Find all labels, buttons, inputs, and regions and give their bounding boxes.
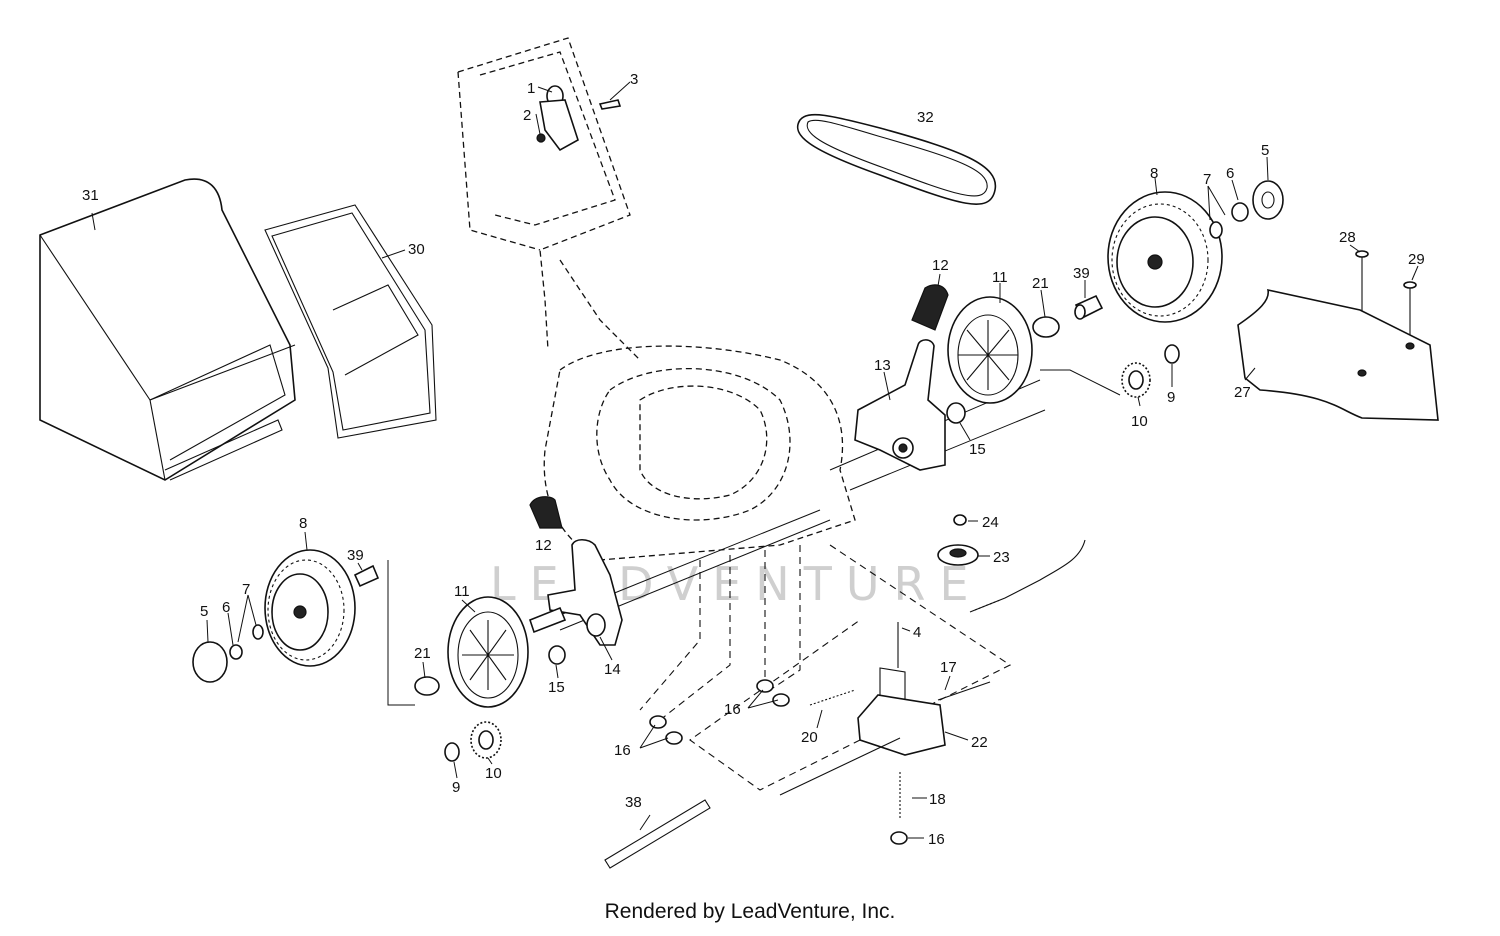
callout-9-left: 9	[452, 779, 460, 796]
transmission	[779, 667, 991, 796]
callout-13: 13	[874, 357, 891, 374]
drive-gear-wheel-right	[947, 296, 1033, 404]
control-cable	[969, 539, 1086, 613]
callout-labels: 1 2 3 32 31 30 8 7 6 5 12 11 21 39 28 29…	[82, 71, 1425, 848]
bag-frame	[264, 204, 437, 439]
wheel-hardware-left	[192, 564, 380, 683]
callout-23: 23	[993, 549, 1010, 566]
callout-7-right: 7	[1203, 171, 1211, 188]
drive-belt	[796, 113, 997, 205]
callout-29: 29	[1408, 251, 1425, 268]
height-adjuster-right	[854, 339, 946, 471]
height-adjuster-left	[529, 538, 623, 646]
grass-bag	[39, 178, 296, 481]
callout-8-right: 8	[1150, 165, 1158, 182]
callout-4: 4	[913, 624, 921, 641]
callout-24: 24	[982, 514, 999, 531]
washer-21-left	[414, 676, 440, 696]
pinion-gear-right	[1121, 362, 1151, 398]
callout-12-left: 12	[535, 537, 552, 554]
callout-30: 30	[408, 241, 425, 258]
callout-39-left: 39	[347, 547, 364, 564]
callout-10-left: 10	[485, 765, 502, 782]
callout-38: 38	[625, 794, 642, 811]
callout-15-left: 15	[548, 679, 565, 696]
callout-8-left: 8	[299, 515, 307, 532]
nut-15-left	[548, 645, 566, 665]
callout-20: 20	[801, 729, 818, 746]
callout-31: 31	[82, 187, 99, 204]
callout-39-right: 39	[1073, 265, 1090, 282]
rear-wheel-left	[264, 549, 356, 667]
nuts-16	[649, 679, 908, 845]
callout-6-left: 6	[222, 599, 230, 616]
callout-21-right: 21	[1032, 275, 1049, 292]
callout-16-lower: 16	[928, 831, 945, 848]
cap-12-right	[911, 284, 949, 331]
callout-22: 22	[971, 734, 988, 751]
bushing-39-right	[1074, 294, 1104, 320]
callout-16-mid: 16	[724, 701, 741, 718]
nut-15-right	[946, 402, 966, 424]
callout-14: 14	[604, 661, 621, 678]
callout-5-left: 5	[200, 603, 208, 620]
callout-10-right: 10	[1131, 413, 1148, 430]
washer-21-right	[1032, 316, 1060, 338]
callout-11-right: 11	[992, 269, 1008, 286]
pinion-gear-left	[470, 721, 502, 759]
nut-24	[953, 514, 967, 526]
pulley-23	[937, 544, 979, 566]
callout-16-left: 16	[614, 742, 631, 759]
footer-credit: Rendered by LeadVenture, Inc.	[604, 900, 896, 923]
axle-rod-38	[604, 799, 711, 869]
handle-bracket	[536, 85, 622, 152]
callout-leaders	[91, 81, 1419, 839]
spring-20	[809, 689, 856, 706]
callout-5-right: 5	[1261, 142, 1269, 159]
callout-2: 2	[523, 107, 531, 124]
callout-9-right: 9	[1167, 389, 1175, 406]
callout-17: 17	[940, 659, 957, 676]
wheel-hardware-right	[1209, 180, 1284, 239]
clip-9-right	[1164, 344, 1180, 364]
callout-28: 28	[1339, 229, 1356, 246]
callout-7-left: 7	[242, 581, 250, 598]
callout-11-left: 11	[454, 583, 470, 600]
callout-12-right: 12	[932, 257, 949, 274]
callout-27: 27	[1234, 384, 1251, 401]
callout-18: 18	[929, 791, 946, 808]
callout-15-right: 15	[969, 441, 986, 458]
callout-6-right: 6	[1226, 165, 1234, 182]
cap-12-left	[529, 496, 563, 529]
callout-3: 3	[630, 71, 638, 88]
callout-32: 32	[917, 109, 934, 126]
rear-flap	[1237, 288, 1439, 421]
mower-deck-outline	[543, 345, 856, 561]
handle-outline	[457, 37, 641, 361]
clip-9-left	[444, 742, 460, 762]
drive-gear-wheel-left	[447, 596, 529, 708]
rear-wheel-right	[1107, 191, 1223, 323]
callout-1: 1	[527, 80, 535, 97]
callout-21-left: 21	[414, 645, 431, 662]
